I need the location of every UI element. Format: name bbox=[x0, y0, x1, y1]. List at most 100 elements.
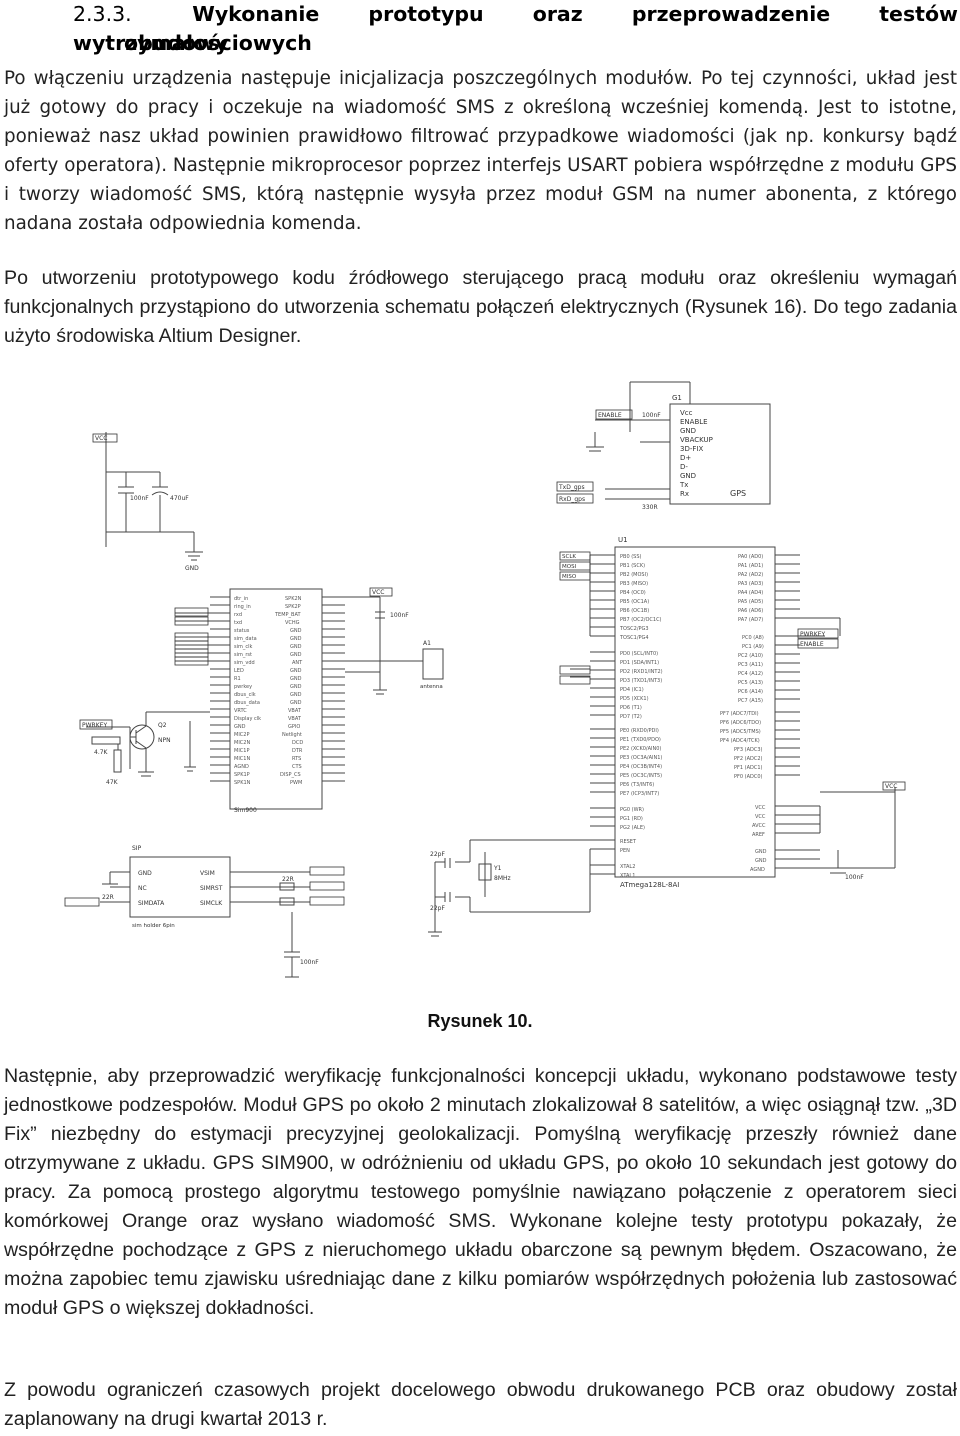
gps-pin-label: ENABLE bbox=[680, 418, 708, 426]
svg-text:R1: R1 bbox=[234, 676, 241, 682]
svg-text:PE0 (RXD0/PDI): PE0 (RXD0/PDI) bbox=[620, 728, 659, 734]
svg-text:PB1 (SCK): PB1 (SCK) bbox=[620, 563, 645, 569]
svg-text:PD2 (RXD1/INT2): PD2 (RXD1/INT2) bbox=[620, 669, 663, 675]
y1-label: Y1 bbox=[493, 865, 502, 872]
cap-label: 22pF bbox=[430, 905, 445, 912]
svg-text:PD5 (XCK1): PD5 (XCK1) bbox=[620, 696, 649, 702]
svg-text:sim_vdd: sim_vdd bbox=[234, 660, 255, 666]
svg-text:GND: GND bbox=[290, 652, 302, 658]
svg-text:PD3 (TXD1/INT3): PD3 (TXD1/INT3) bbox=[620, 678, 662, 684]
svg-text:AGND: AGND bbox=[234, 764, 249, 770]
svg-text:SPK2P: SPK2P bbox=[285, 604, 301, 610]
spi-net: MOSI bbox=[562, 564, 577, 570]
svg-text:PB6 (OC1B): PB6 (OC1B) bbox=[620, 608, 649, 614]
res-label: 330R bbox=[642, 504, 658, 511]
gps-module-label: GPS bbox=[730, 489, 746, 498]
svg-text:GPIO: GPIO bbox=[288, 724, 300, 730]
xtal-label: 8MHz bbox=[494, 875, 511, 882]
res-label: 22R bbox=[102, 894, 114, 901]
sip-label: SIP bbox=[132, 845, 142, 852]
svg-text:DTR: DTR bbox=[292, 748, 303, 754]
sim-pin-label: GND bbox=[138, 870, 152, 877]
svg-text:PA6 (AD6): PA6 (AD6) bbox=[738, 608, 763, 614]
txd-net: TxD_gps bbox=[558, 484, 585, 491]
res-label: 4.7K bbox=[94, 749, 109, 756]
svg-text:PA1 (AD1): PA1 (AD1) bbox=[738, 563, 763, 569]
paragraph-3: Następnie, aby przeprowadzić weryfikację… bbox=[4, 1065, 957, 1319]
svg-text:Display clk: Display clk bbox=[234, 716, 261, 722]
svg-text:GND: GND bbox=[290, 676, 302, 682]
svg-text:TEMP_BAT: TEMP_BAT bbox=[274, 612, 302, 618]
sim-pin-label: NC bbox=[138, 885, 147, 892]
svg-text:PA4 (AD4): PA4 (AD4) bbox=[738, 590, 763, 596]
vcc-net: VCC bbox=[95, 435, 107, 442]
pwrkey-net: PWRKEY bbox=[82, 722, 107, 729]
svg-text:PC1 (A9): PC1 (A9) bbox=[742, 644, 764, 650]
svg-text:PC2 (A10): PC2 (A10) bbox=[738, 653, 763, 659]
section-title-line2: obudowy bbox=[124, 31, 229, 55]
figure-caption: Rysunek 10. bbox=[427, 1011, 533, 1031]
svg-text:PE6 (T3/INT6): PE6 (T3/INT6) bbox=[620, 782, 654, 788]
vcc-net: VCC bbox=[885, 783, 897, 790]
sim-pin-label: VSIM bbox=[200, 870, 215, 877]
svg-text:PF5 (ADC5/TMS): PF5 (ADC5/TMS) bbox=[720, 729, 761, 735]
cap-label: 100nF bbox=[300, 959, 319, 966]
svg-text:PA0 (AD0): PA0 (AD0) bbox=[738, 554, 763, 560]
svg-text:PF4 (ADC4/TCK): PF4 (ADC4/TCK) bbox=[720, 738, 760, 744]
svg-text:PB2 (MOSI): PB2 (MOSI) bbox=[620, 572, 648, 578]
svg-text:PD6 (T1): PD6 (T1) bbox=[620, 705, 642, 711]
svg-text:PB7 (OC2/OC1C): PB7 (OC2/OC1C) bbox=[620, 617, 662, 623]
svg-text:RESET: RESET bbox=[620, 839, 637, 845]
svg-text:SPK1P: SPK1P bbox=[234, 772, 250, 778]
svg-text:PC7 (A15): PC7 (A15) bbox=[738, 698, 763, 704]
svg-text:GND: GND bbox=[290, 700, 302, 706]
svg-text:GND: GND bbox=[290, 692, 302, 698]
sim-holder-label: sim holder 6pin bbox=[132, 923, 175, 929]
res-label: 22R bbox=[282, 876, 294, 883]
svg-text:sim_rst: sim_rst bbox=[234, 652, 252, 658]
svg-text:PC4 (A12): PC4 (A12) bbox=[738, 671, 763, 677]
svg-text:PC5 (A13): PC5 (A13) bbox=[738, 680, 763, 686]
svg-text:SPK1N: SPK1N bbox=[234, 780, 251, 786]
svg-text:MIC2N: MIC2N bbox=[234, 740, 250, 746]
cap-label: 100nF bbox=[845, 874, 864, 881]
gsm-part-label: Sim900 bbox=[234, 807, 257, 814]
svg-text:GND: GND bbox=[234, 724, 246, 730]
svg-text:PA7 (AD7): PA7 (AD7) bbox=[738, 617, 763, 623]
antenna-label: antenna bbox=[420, 684, 443, 690]
section-heading: 2.3.3. Wykonanie prototypu oraz przeprow… bbox=[73, 0, 958, 58]
svg-text:status: status bbox=[234, 628, 250, 634]
svg-text:PG0 (WR): PG0 (WR) bbox=[620, 807, 644, 813]
cap-label: 22pF bbox=[430, 851, 445, 858]
sim-pin-label: SIMRST bbox=[200, 885, 223, 892]
svg-text:PD0 (SCL/INT0): PD0 (SCL/INT0) bbox=[620, 651, 658, 657]
gps-pin-label: Rx bbox=[680, 490, 689, 498]
cap-label: 100nF bbox=[130, 495, 149, 502]
enable-net: ENABLE bbox=[598, 412, 622, 419]
svg-text:dbus_data: dbus_data bbox=[234, 700, 260, 706]
svg-text:LED: LED bbox=[234, 668, 244, 674]
svg-text:XTAL1: XTAL1 bbox=[620, 873, 635, 879]
mcu-part-label: ATmega128L-8AI bbox=[620, 881, 679, 889]
cap-label: 470uF bbox=[170, 495, 189, 502]
svg-text:GND: GND bbox=[755, 849, 767, 855]
svg-text:GND: GND bbox=[755, 858, 767, 864]
svg-text:VRTC: VRTC bbox=[234, 708, 247, 714]
svg-text:MIC1P: MIC1P bbox=[234, 748, 249, 754]
svg-text:PF6 (ADC6/TDO): PF6 (ADC6/TDO) bbox=[720, 720, 761, 726]
svg-text:VCC: VCC bbox=[755, 814, 766, 820]
spi-net: MISO bbox=[562, 574, 577, 580]
svg-text:PB4 (OC0): PB4 (OC0) bbox=[620, 590, 646, 596]
section-number: 2.3.3. bbox=[73, 2, 132, 26]
sim-pin-label: SIMDATA bbox=[138, 900, 165, 907]
svg-text:ANT: ANT bbox=[292, 660, 303, 666]
svg-text:PF7 (ADC7/TDI): PF7 (ADC7/TDI) bbox=[720, 711, 759, 717]
svg-text:RTS: RTS bbox=[292, 756, 301, 762]
rxd-net: RxD_gps bbox=[559, 496, 585, 503]
circuit-schematic: Vcc ENABLE GND VBACKUP 3D-FIX D+ D- GND … bbox=[64, 381, 906, 978]
svg-text:PB3 (MISO): PB3 (MISO) bbox=[620, 581, 648, 587]
sim-pin-label: SIMCLK bbox=[200, 900, 223, 907]
svg-text:Netlight: Netlight bbox=[282, 732, 302, 738]
svg-text:GND: GND bbox=[290, 628, 302, 634]
